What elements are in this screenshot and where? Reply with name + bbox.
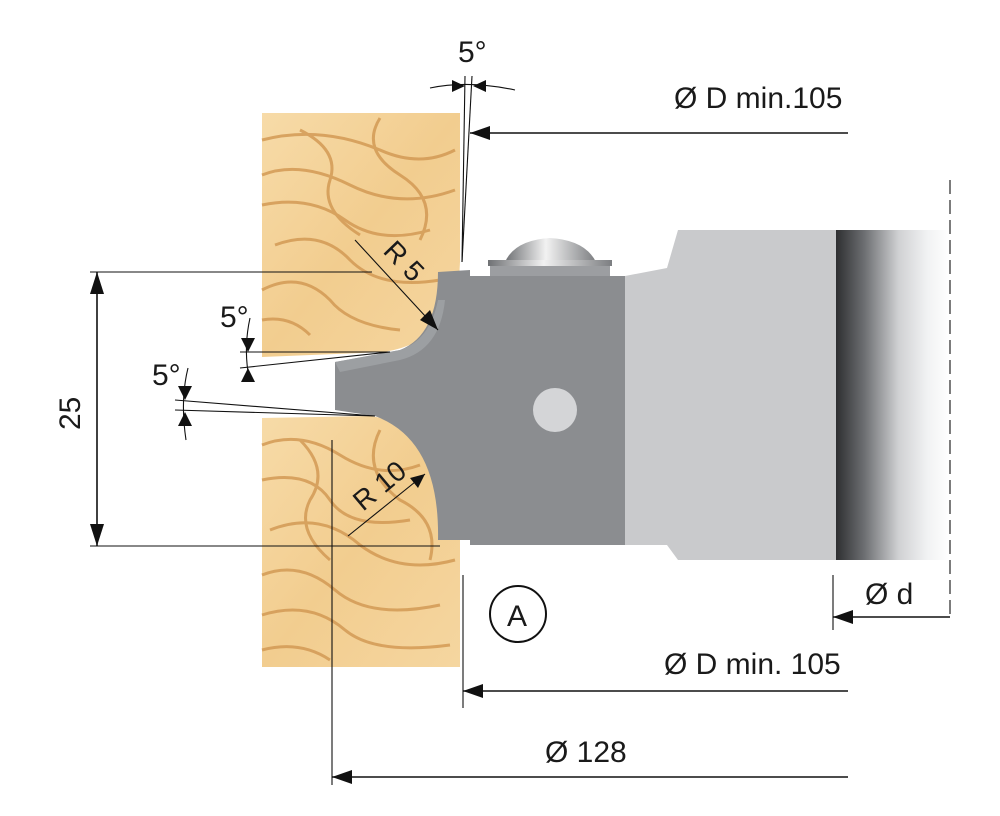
circle-marker-label: A bbox=[507, 600, 527, 633]
dia-top-label: Ø D min.105 bbox=[674, 82, 842, 115]
r10-leader bbox=[347, 473, 426, 537]
mid-angle1-dimension bbox=[239, 317, 391, 382]
angle-mid2-label: 5° bbox=[152, 359, 181, 392]
circle-marker bbox=[489, 585, 547, 643]
cutter-head bbox=[335, 230, 836, 560]
height-label: 25 bbox=[54, 397, 87, 430]
dia-bottom-label: Ø D min. 105 bbox=[664, 648, 841, 681]
bore-diameter-dimension bbox=[833, 610, 950, 624]
hole-icon bbox=[533, 388, 577, 432]
mid-angle2-dimension bbox=[174, 367, 376, 441]
wood-upper-block bbox=[261, 113, 460, 357]
dia-total-label: Ø 128 bbox=[545, 736, 627, 769]
bottom-diameter-dimension bbox=[463, 684, 848, 698]
top-angle-dimension bbox=[429, 75, 516, 263]
bolt-head bbox=[488, 238, 612, 276]
wood-lower-block bbox=[261, 416, 460, 667]
top-diameter-dimension bbox=[470, 126, 848, 140]
angle-mid1-label: 5° bbox=[220, 301, 249, 334]
dia-bore-label: Ø d bbox=[865, 578, 913, 611]
angle-top-label: 5° bbox=[458, 36, 487, 69]
total-diameter-dimension bbox=[332, 770, 848, 784]
r5-leader bbox=[354, 239, 439, 331]
height-dimension bbox=[90, 271, 440, 547]
shaft-section bbox=[836, 230, 950, 560]
